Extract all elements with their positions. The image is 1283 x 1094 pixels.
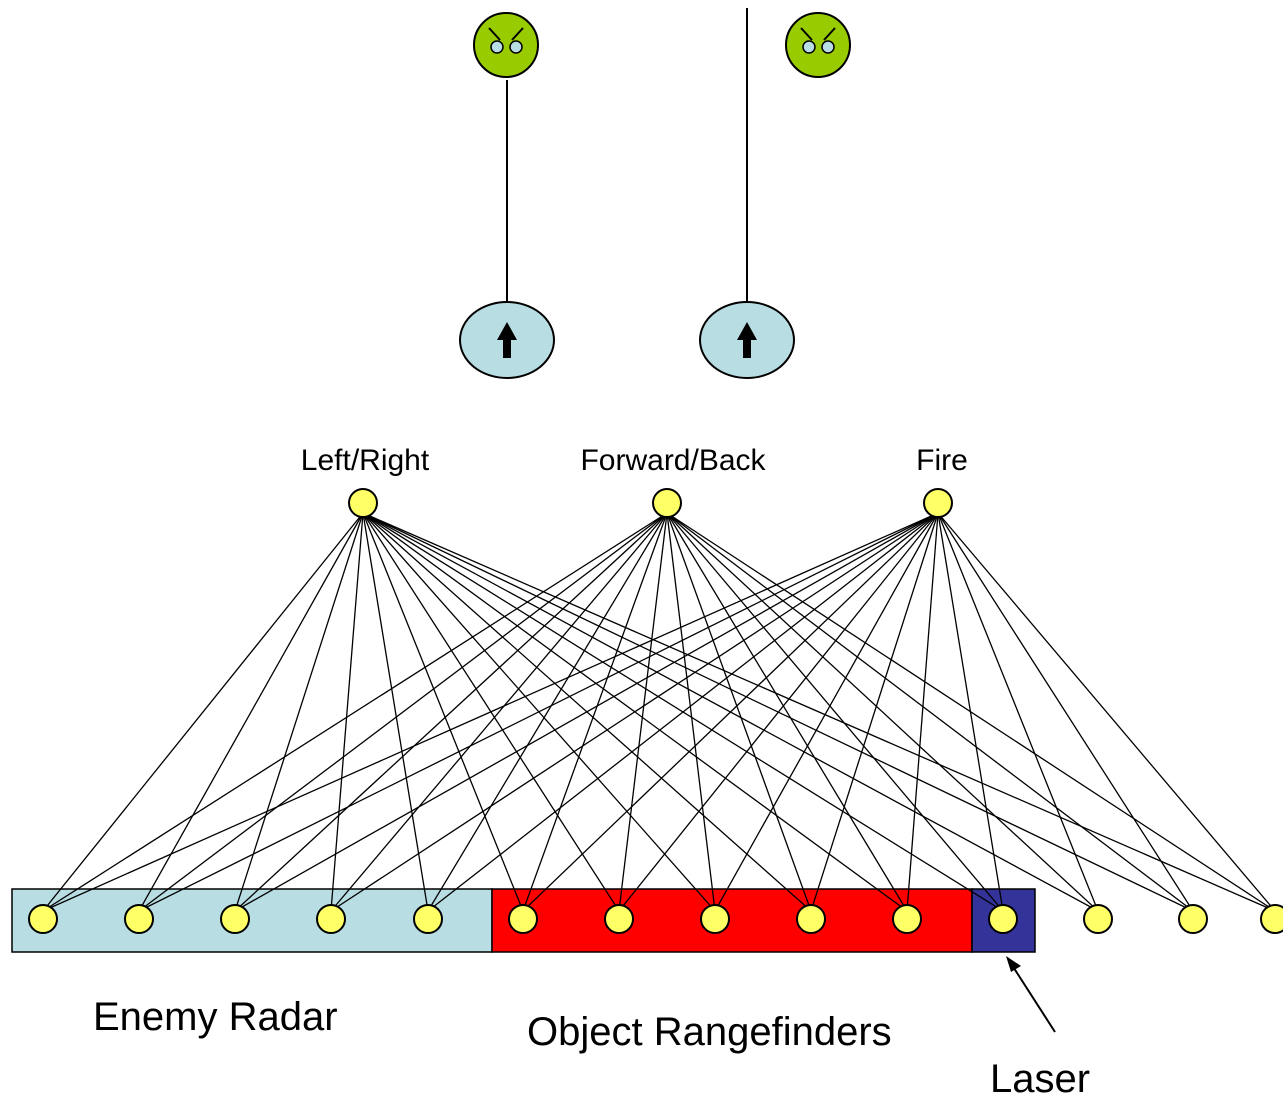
connection-line: [362, 512, 429, 912]
output-node-left-right: [348, 488, 378, 518]
output-label-fire: Fire: [916, 444, 968, 477]
connection-line: [330, 512, 668, 912]
input-node: [1260, 904, 1283, 934]
output-nodes: [348, 488, 953, 518]
connection-line: [234, 512, 364, 912]
output-node-forward-back: [652, 488, 682, 518]
connection-line: [138, 512, 668, 912]
connection-line: [234, 512, 668, 912]
input-node: [124, 904, 154, 934]
input-node: [28, 904, 58, 934]
input-node: [508, 904, 538, 934]
enemy-face-icon: [785, 12, 851, 78]
input-nodes: [28, 904, 1283, 934]
group-label-laser: Laser: [990, 1057, 1090, 1094]
connection-line: [906, 512, 939, 912]
input-node: [316, 904, 346, 934]
input-node: [1083, 904, 1113, 934]
connection-lines: [42, 512, 1276, 912]
connection-line: [666, 512, 1099, 912]
connection-line: [666, 512, 908, 912]
input-node: [1178, 904, 1208, 934]
connection-line: [937, 512, 1194, 912]
connection-line: [522, 512, 668, 912]
input-node: [220, 904, 250, 934]
connection-line: [42, 512, 939, 912]
connection-line: [810, 512, 939, 912]
connection-line: [522, 512, 939, 912]
connection-line: [937, 512, 1276, 912]
connection-line: [937, 512, 1099, 912]
input-node: [700, 904, 730, 934]
output-label-left-right: Left/Right: [301, 444, 430, 477]
enemy-face-icon: [473, 12, 539, 78]
group-label-enemy-radar: Enemy Radar: [93, 995, 338, 1039]
connection-line: [666, 512, 1194, 912]
connection-line: [42, 512, 668, 912]
group-label-object-rangefinders: Object Rangefinders: [527, 1010, 892, 1054]
input-node: [988, 904, 1018, 934]
input-node: [796, 904, 826, 934]
connection-line: [330, 512, 939, 912]
input-node: [604, 904, 634, 934]
connection-line: [666, 512, 716, 912]
connection-line: [618, 512, 668, 912]
connection-line: [42, 512, 364, 912]
connection-line: [427, 512, 939, 912]
connection-line: [138, 512, 939, 912]
laser-pointer-arrow: [1006, 956, 1056, 1033]
connection-line: [714, 512, 939, 912]
up-arrow-icon: [699, 301, 795, 379]
connection-line: [362, 512, 1276, 912]
connection-line: [666, 512, 1004, 912]
connection-line: [618, 512, 939, 912]
connection-line: [427, 512, 668, 912]
output-label-forward-back: Forward/Back: [580, 444, 766, 477]
connection-line: [234, 512, 939, 912]
input-node: [892, 904, 922, 934]
connection-line: [937, 512, 1004, 912]
connection-line: [362, 512, 524, 912]
connection-line: [666, 512, 812, 912]
input-node: [413, 904, 443, 934]
up-arrow-icon: [459, 301, 555, 379]
output-node-fire: [923, 488, 953, 518]
connection-line: [330, 512, 364, 912]
connection-line: [138, 512, 364, 912]
